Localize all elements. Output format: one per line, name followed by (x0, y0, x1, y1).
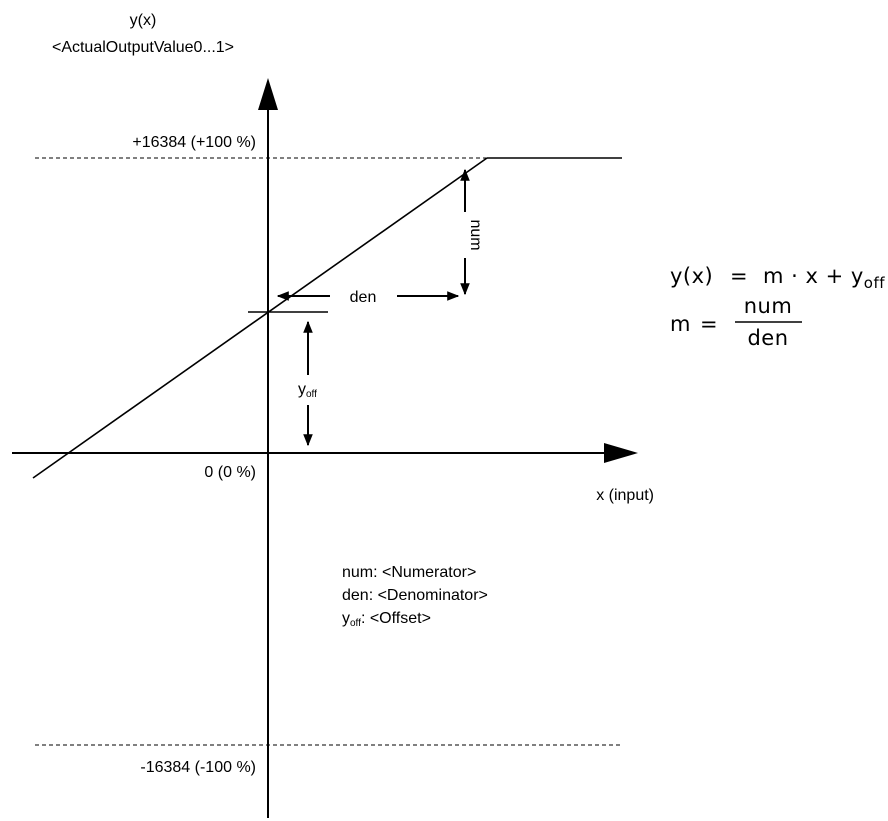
lower-limit-label: -16384 (-100 %) (140, 759, 256, 776)
x-axis-arrowhead (604, 443, 638, 463)
legend: num: <Numerator> den: <Denominator> yoff… (342, 564, 488, 629)
x-axis-title: x (input) (596, 487, 654, 504)
formula-line1-rhs: m · x + yoff (763, 264, 885, 292)
formula-denominator: den (747, 326, 788, 350)
formula-line1-lhs: y(x) (670, 264, 713, 288)
y-axis-title: y(x) (130, 12, 157, 29)
legend-den: den: <Denominator> (342, 587, 488, 604)
legend-yoff: yoff: <Offset> (342, 610, 431, 629)
zero-label: 0 (0 %) (204, 464, 256, 481)
upper-limit-label: +16384 (+100 %) (132, 134, 256, 151)
formula-line1-eq: = (730, 264, 748, 288)
yoff-dimension-label: yoff (298, 381, 317, 400)
num-label: num (467, 219, 484, 250)
y-axis-subtitle: <ActualOutputValue0...1> (52, 39, 234, 56)
formula-numerator: num (744, 294, 793, 318)
y-axis-arrowhead (258, 78, 278, 110)
den-label: den (350, 289, 377, 306)
formula: y(x) = m · x + yoff m = num den (670, 264, 885, 350)
formula-line2-lhs: m (670, 312, 691, 336)
characteristic-line (32, 157, 488, 479)
formula-line2-eq: = (700, 312, 718, 336)
legend-num: num: <Numerator> (342, 564, 476, 581)
